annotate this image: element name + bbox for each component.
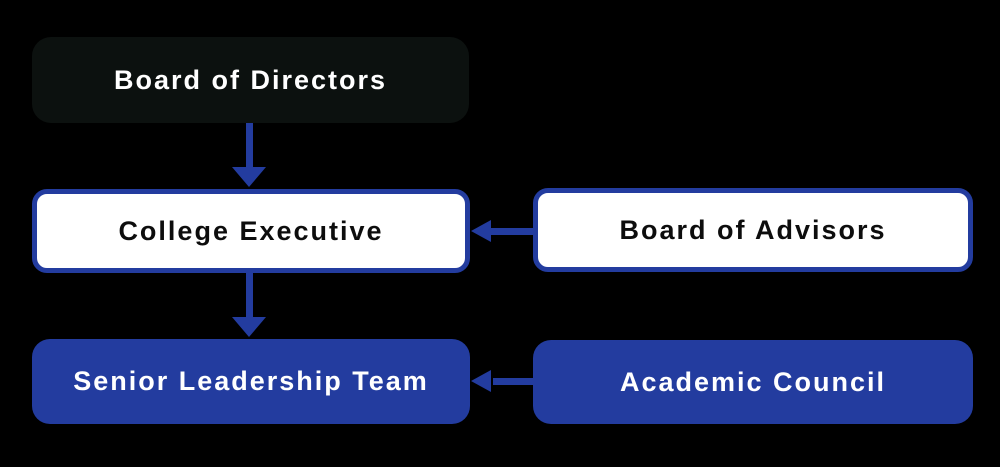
arrow-stem bbox=[493, 378, 535, 385]
node-label: College Executive bbox=[118, 215, 384, 246]
node-academic-council: Academic Council bbox=[533, 340, 973, 424]
node-label: Board of Advisors bbox=[619, 214, 887, 245]
node-board-of-advisors: Board of Advisors bbox=[533, 188, 973, 272]
arrowhead-down-icon bbox=[232, 317, 266, 337]
node-label: Academic Council bbox=[619, 366, 887, 397]
node-label: Board of Directors bbox=[113, 64, 388, 95]
node-senior-leadership-team: Senior Leadership Team bbox=[32, 339, 470, 424]
arrowhead-left-icon bbox=[471, 220, 491, 242]
arrowhead-down-icon bbox=[232, 167, 266, 187]
arrow-stem bbox=[246, 123, 253, 167]
arrowhead-left-icon bbox=[471, 370, 491, 392]
arrow-stem bbox=[246, 273, 253, 317]
node-college-executive: College Executive bbox=[32, 189, 470, 273]
arrow-stem bbox=[491, 228, 533, 235]
node-board-of-directors: Board of Directors bbox=[32, 37, 469, 123]
node-label: Senior Leadership Team bbox=[73, 366, 429, 396]
